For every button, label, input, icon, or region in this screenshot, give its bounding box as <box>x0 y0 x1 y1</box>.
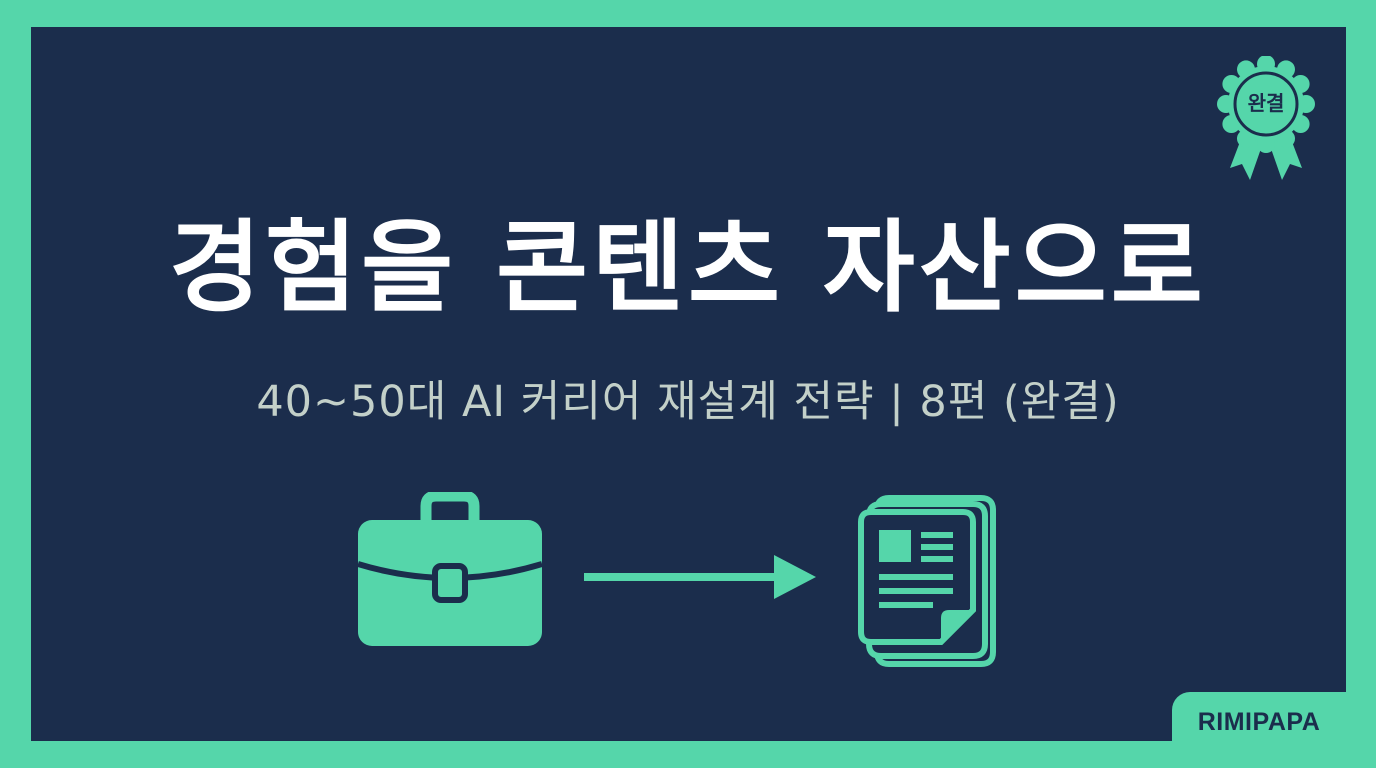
briefcase-icon <box>358 492 542 646</box>
rosette-badge-icon <box>1217 56 1315 180</box>
brand-label: RIMIPAPA <box>1197 708 1321 736</box>
page-title: 경험을 콘텐츠 자산으로 <box>169 209 1207 326</box>
thumbnail-panel <box>31 27 1346 741</box>
arrow-right-icon <box>584 555 816 599</box>
page-subtitle: 40~50대 AI 커리어 재설계 전략 | 8편 (완결) <box>256 377 1120 427</box>
documents-icon <box>858 495 996 667</box>
brand-tab <box>1172 692 1346 741</box>
badge-label: 완결 <box>1247 91 1285 115</box>
